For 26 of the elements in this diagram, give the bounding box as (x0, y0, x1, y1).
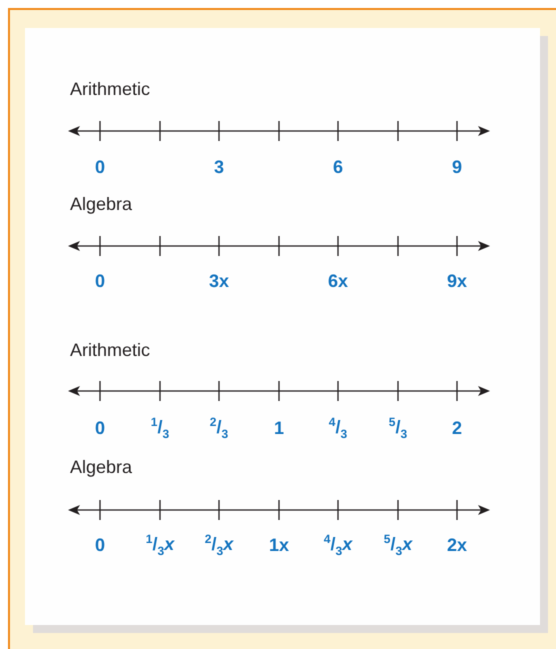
tick-label: 6x (328, 270, 348, 292)
tick-label: 0 (95, 156, 105, 178)
tick-label: $^{1}$/$_{3}$ (150, 414, 170, 443)
tick-label: 0 (95, 534, 105, 556)
tick-label: $^{5}$/$_{3}$x (384, 531, 412, 560)
tick-label: $^{5}$/$_{3}$ (388, 414, 408, 443)
tick-label: 0 (95, 270, 105, 292)
tick-label: $^{1}$/$_{3}$x (146, 531, 174, 560)
tick-label: 1 (274, 417, 284, 439)
tick-label: 0 (95, 417, 105, 439)
tick-label: 6 (333, 156, 343, 178)
tick-label: $^{4}$/$_{3}$x (324, 531, 352, 560)
number-line-heading: Algebra (70, 456, 132, 478)
number-line-heading: Arithmetic (70, 78, 150, 100)
tick-label: 9 (452, 156, 462, 178)
tick-label: 9x (446, 270, 468, 292)
tick-label: $^{4}$/$_{3}$ (328, 414, 348, 443)
tick-label: 1x (268, 534, 290, 556)
tick-label: $^{2}$/$_{3}$ (210, 414, 228, 443)
tick-label: $^{2}$/$_{3}$x (204, 531, 234, 560)
tick-label: 3x (208, 270, 230, 292)
tick-label: 3 (214, 156, 224, 178)
tick-label: 2 (452, 417, 462, 439)
number-line-heading: Algebra (70, 193, 132, 215)
number-line-heading: Arithmetic (70, 339, 150, 361)
tick-label: 2x (446, 534, 468, 556)
